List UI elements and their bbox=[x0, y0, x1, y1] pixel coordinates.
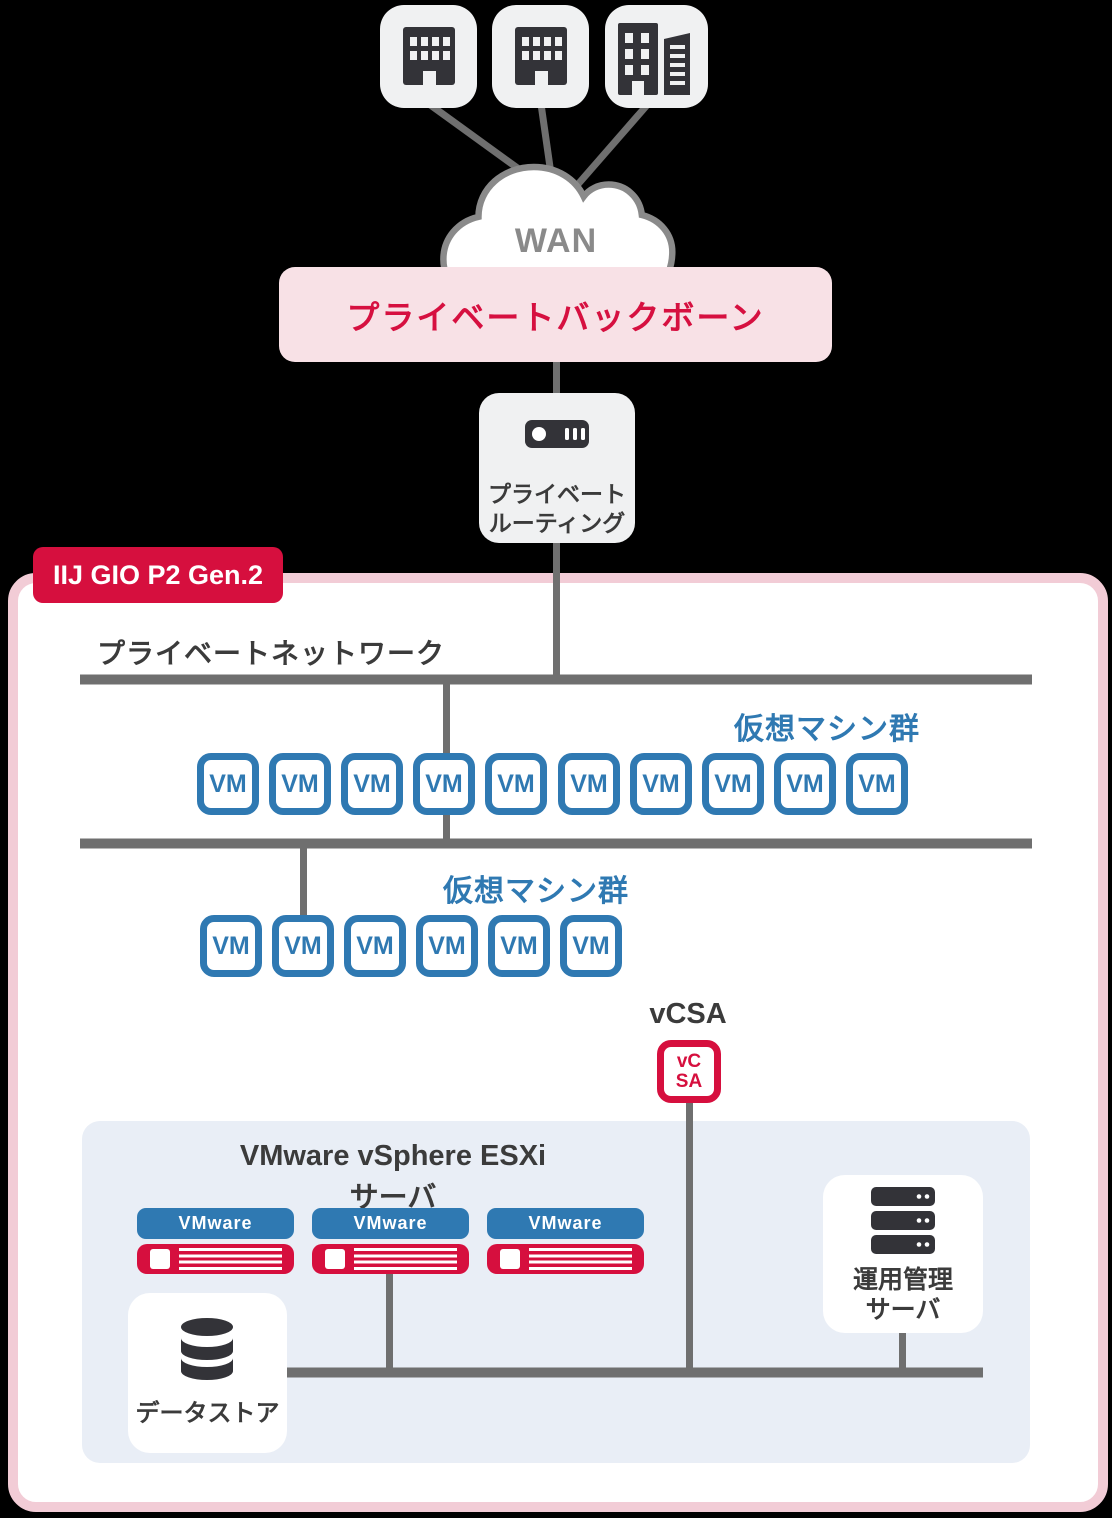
building-icon bbox=[514, 26, 567, 85]
server-bar-icon bbox=[312, 1244, 469, 1274]
vm-box: VM bbox=[344, 915, 406, 977]
vm-group1-label: 仮想マシン群 bbox=[734, 713, 920, 746]
vm-box: VM bbox=[558, 753, 620, 815]
vcsa-label: vCSA bbox=[649, 998, 727, 1030]
vm-box: VM bbox=[197, 753, 259, 815]
server-bar-icon bbox=[487, 1244, 644, 1274]
vm-group2-label: 仮想マシン群 bbox=[443, 875, 629, 908]
office-node-1 bbox=[380, 5, 477, 108]
mgmt-server-node: 運用管理 サーバ bbox=[823, 1175, 983, 1333]
vcsa-node: vC SA bbox=[657, 1040, 721, 1103]
vm-box: VM bbox=[846, 753, 908, 815]
database-icon bbox=[181, 1318, 233, 1380]
mgmt-label-line2: サーバ bbox=[865, 1296, 941, 1324]
server-stack-icon bbox=[871, 1187, 935, 1254]
router-node: プライベート ルーティング bbox=[479, 393, 635, 543]
routing-label-line2: ルーティング bbox=[488, 510, 626, 536]
vm-box: VM bbox=[630, 753, 692, 815]
vcsa-box-line1: vC bbox=[676, 1050, 702, 1072]
vm-box: VM bbox=[413, 753, 475, 815]
vm-box: VM bbox=[485, 753, 547, 815]
datastore-node: データストア bbox=[128, 1293, 287, 1453]
vcsa-box-line2: SA bbox=[675, 1070, 703, 1092]
esxi-title-line1: VMware vSphere ESXi bbox=[239, 1140, 547, 1172]
vm-box: VM bbox=[416, 915, 478, 977]
vm-box: VM bbox=[560, 915, 622, 977]
vm-box: VM bbox=[341, 753, 403, 815]
office-node-3 bbox=[605, 5, 708, 108]
backbone-label: プライベートバックボーン bbox=[346, 298, 765, 336]
wan-label: WAN bbox=[514, 222, 598, 260]
backbone-banner: プライベートバックボーン bbox=[279, 267, 832, 362]
vm-box: VM bbox=[272, 915, 334, 977]
vm-box: VM bbox=[269, 753, 331, 815]
vm-box: VM bbox=[488, 915, 550, 977]
vmware-bar: VMware bbox=[312, 1208, 469, 1239]
vm-box: VM bbox=[702, 753, 764, 815]
esxi-host: VMware bbox=[137, 1208, 294, 1274]
vmware-bar: VMware bbox=[487, 1208, 644, 1239]
gio-badge: IIJ GIO P2 Gen.2 bbox=[33, 547, 283, 603]
office-node-2 bbox=[492, 5, 589, 108]
gio-badge-label: IIJ GIO P2 Gen.2 bbox=[52, 559, 264, 590]
server-bar-icon bbox=[137, 1244, 294, 1274]
private-network-label: プライベートネットワーク bbox=[97, 638, 446, 669]
vmware-bar: VMware bbox=[137, 1208, 294, 1239]
router-icon bbox=[525, 420, 589, 448]
esxi-host: VMware bbox=[487, 1208, 644, 1274]
vm-box: VM bbox=[200, 915, 262, 977]
buildings-icon bbox=[617, 22, 690, 95]
datastore-label: データストア bbox=[135, 1400, 280, 1427]
vm-box: VM bbox=[774, 753, 836, 815]
mgmt-label-line1: 運用管理 bbox=[852, 1266, 953, 1294]
esxi-host: VMware bbox=[312, 1208, 469, 1274]
building-icon bbox=[402, 26, 455, 85]
